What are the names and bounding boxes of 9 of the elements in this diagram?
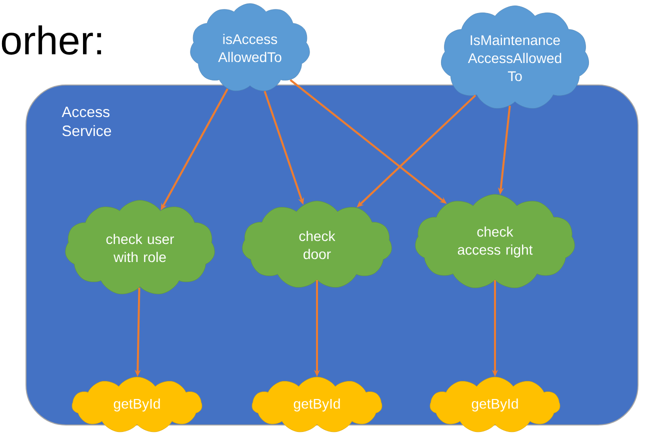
cloud-node: isAccess AllowedTo	[190, 3, 310, 92]
cloud-node: check access right	[415, 194, 575, 288]
heading-text: orher:	[2, 25, 102, 55]
cloud-node: check door	[242, 200, 392, 288]
cloud-node: check user with role	[65, 200, 215, 294]
cloud-node: IsMaintenance AccessAllowed To	[441, 6, 589, 109]
cloud-node: getById	[252, 376, 382, 432]
cloud-node: getById	[72, 376, 202, 432]
cloud-node: getById	[430, 376, 560, 432]
